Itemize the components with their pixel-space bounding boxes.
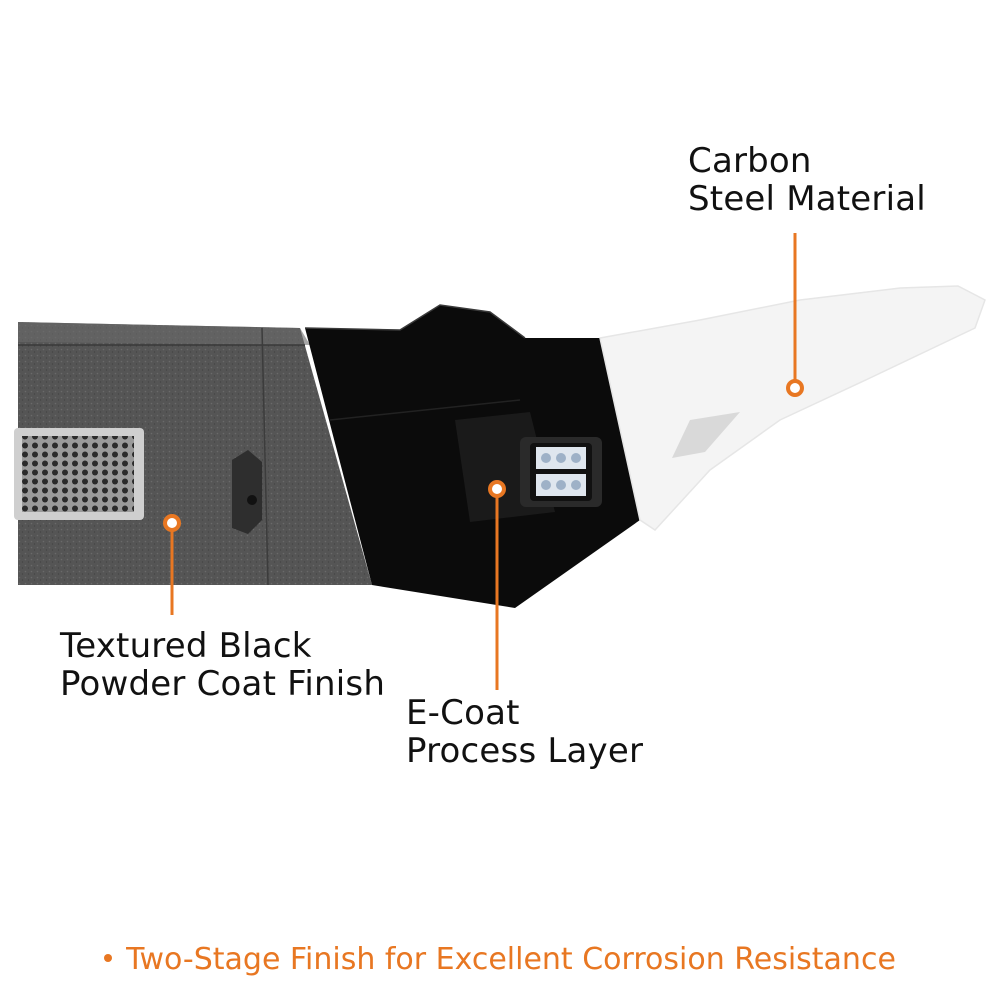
callout-dot-icon — [163, 514, 181, 532]
ecoat-line1: E-Coat — [406, 693, 520, 733]
callout-ecoat — [488, 480, 506, 690]
callout-powder — [163, 514, 181, 615]
light-pod-icon — [520, 437, 602, 507]
carbon-steel-label: Carbon Steel Material — [688, 142, 926, 218]
carbon-steel-line2: Steel Material — [688, 179, 926, 219]
ecoat-line2: Process Layer — [406, 731, 644, 771]
mesh-grille-icon — [22, 436, 134, 512]
powder-coat-section — [14, 322, 372, 586]
callout-carbon — [786, 233, 804, 397]
powder-coat-line2: Powder Coat Finish — [60, 664, 386, 704]
callout-dot-icon — [488, 480, 506, 498]
bullet-icon — [104, 953, 113, 962]
powder-coat-label: Textured Black Powder Coat Finish — [60, 627, 385, 703]
footer-feature: Two-Stage Finish for Excellent Corrosion… — [0, 940, 1000, 980]
wing-cutout — [672, 412, 740, 458]
carbon-steel-line1: Carbon — [688, 141, 812, 181]
callout-dot-icon — [786, 379, 804, 397]
footer-text: Two-Stage Finish for Excellent Corrosion… — [126, 942, 896, 977]
shackle-mount — [232, 450, 262, 534]
raw-steel-section — [599, 285, 986, 531]
ecoat-label: E-Coat Process Layer — [406, 694, 643, 770]
powder-coat-line1: Textured Black — [60, 626, 312, 666]
